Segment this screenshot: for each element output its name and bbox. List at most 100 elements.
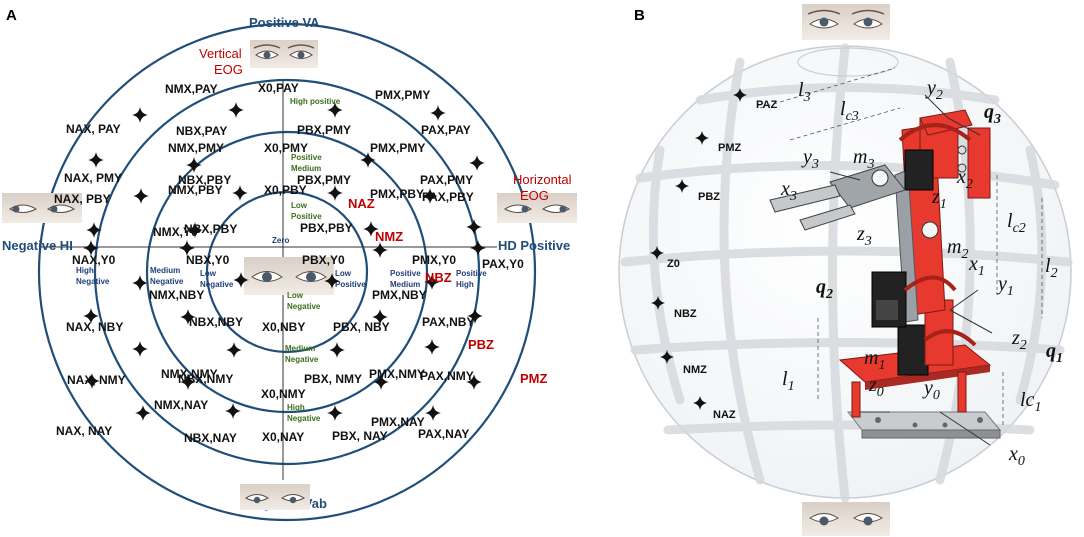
star-marker xyxy=(372,242,388,258)
star-marker-b xyxy=(693,396,707,410)
star-marker xyxy=(225,403,241,419)
star-marker xyxy=(430,105,446,121)
ring-2 xyxy=(145,130,429,414)
z-label-nbz: NBZ xyxy=(425,270,452,285)
star-marker xyxy=(424,339,440,355)
point-label: NMX,NMY xyxy=(161,367,218,381)
symbol-z1: z1 xyxy=(931,186,947,212)
star-marker xyxy=(233,272,249,288)
star-marker xyxy=(469,155,485,171)
symbol-y3: y3 xyxy=(801,146,819,172)
point-label: NBX,PAY xyxy=(176,124,227,138)
vertical-eog-line-1: Vertical xyxy=(199,46,242,61)
point-label: NBX,NMY xyxy=(178,372,233,386)
z-label-b-paz: PAZ xyxy=(756,99,777,111)
point-label: NAX, NMY xyxy=(67,373,126,387)
vertical-eog-label: Vertical EOG xyxy=(199,46,245,77)
star-marker xyxy=(232,185,248,201)
symbol-q2: q2 xyxy=(816,276,833,302)
point-label: X0,PAY xyxy=(258,81,299,95)
point-label: NMX,NAY xyxy=(154,398,208,412)
star-marker xyxy=(86,222,102,238)
point-label: X0,NBY xyxy=(262,320,305,334)
horizontal-eog-line-1: Horizontal xyxy=(513,172,572,187)
point-label: NMX,PBY xyxy=(168,183,223,197)
point-label: X0,NAY xyxy=(262,430,304,444)
star-marker-b xyxy=(733,88,747,102)
point-label: NMX,PAY xyxy=(165,82,218,96)
point-label: PMX,NMY xyxy=(369,367,425,381)
z-label-naz: NAZ xyxy=(348,196,375,211)
sphere-top-ellipse xyxy=(797,47,899,77)
panel-a: A Positive VA Negative Vab Negative HI H… xyxy=(2,7,577,522)
point-label: PMX,NAY xyxy=(371,415,425,429)
symbol-lc2: lc2 xyxy=(1007,210,1026,236)
star-marker xyxy=(179,240,195,256)
point-label: PMX,PMY xyxy=(370,141,425,155)
point-label: PAX,PBY xyxy=(422,190,474,204)
eye-image-right xyxy=(497,193,577,223)
vertical-eog-line-2: EOG xyxy=(214,62,243,77)
symbol-z2: z2 xyxy=(1011,327,1027,353)
symbol-z0: z0 xyxy=(868,374,884,400)
horizontal-eog-label: Horizontal EOG xyxy=(513,172,575,203)
robot-arm xyxy=(769,109,992,418)
horizontal-eog-line-2: EOG xyxy=(520,188,549,203)
point-label: X0,PMY xyxy=(264,141,308,155)
z-label-b-z0: Z0 xyxy=(667,258,680,270)
point-label: NAX,Y0 xyxy=(72,253,116,267)
star-marker xyxy=(132,275,148,291)
z-label-b-naz: NAZ xyxy=(713,409,736,421)
symbol-z3: z3 xyxy=(856,223,872,249)
panel-b-label: B xyxy=(634,7,645,24)
point-label: NAX, NBY xyxy=(66,320,123,334)
point-label: PBX, NAY xyxy=(332,429,388,443)
z-label-b-pbz: PBZ xyxy=(698,191,720,203)
star-marker xyxy=(327,185,343,201)
point-label: NBX,NBY xyxy=(189,315,243,329)
point-label: PAX,NAY xyxy=(418,427,469,441)
star-marker xyxy=(329,342,345,358)
point-label: PBX,PMY xyxy=(297,173,351,187)
star-marker xyxy=(83,308,99,324)
star-marker xyxy=(327,405,343,421)
symbol-m3: m3 xyxy=(853,146,874,172)
star-marker xyxy=(466,374,482,390)
star-marker xyxy=(180,374,196,390)
panel-a-label: A xyxy=(6,7,17,24)
symbol-x0: x0 xyxy=(1008,443,1025,469)
z-label-b-pmz: PMZ xyxy=(718,142,742,154)
star-marker-b xyxy=(660,350,674,364)
star-marker xyxy=(180,309,196,325)
star-marker xyxy=(83,240,99,256)
star-marker xyxy=(466,219,482,235)
point-label: PBX, NMY xyxy=(304,372,362,386)
symbol-l2: l2 xyxy=(1045,255,1058,281)
z-label-b-nmz: NMZ xyxy=(683,364,707,376)
point-label: PAX,PAY xyxy=(421,123,471,137)
symbol-lc3: lc3 xyxy=(840,98,859,124)
axis-right-label: HD Positive xyxy=(498,238,570,253)
point-label: NMX,NBY xyxy=(149,288,204,302)
symbol-x1: x1 xyxy=(968,253,985,279)
star-marker-b xyxy=(675,179,689,193)
eye-image-b-top xyxy=(802,4,890,40)
symbol-m2: m2 xyxy=(947,236,968,262)
dimension-lines xyxy=(759,67,1043,425)
point-label: PAX,NMY xyxy=(420,369,474,383)
point-label: NBX,PBY xyxy=(178,173,231,187)
eye-image-left xyxy=(2,193,82,223)
symbol-x2: x2 xyxy=(956,166,973,192)
star-markers-b xyxy=(650,88,747,410)
star-marker xyxy=(422,188,438,204)
